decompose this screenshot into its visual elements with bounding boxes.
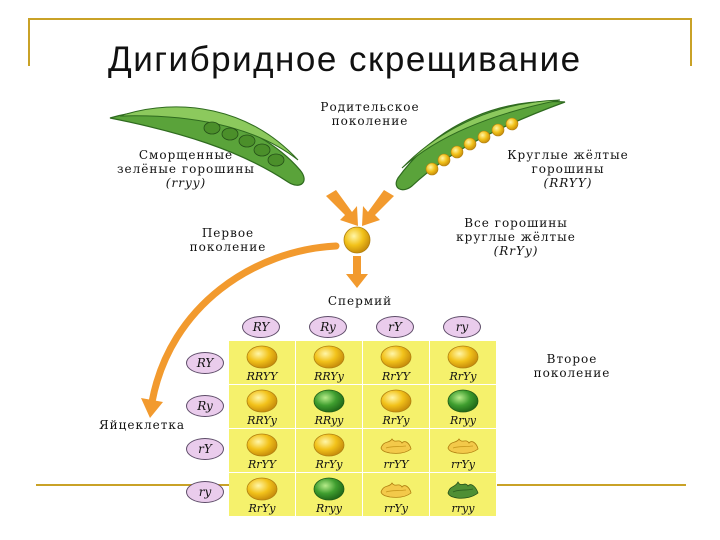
all-peas-line-1: Все горошины: [464, 216, 568, 230]
parent-generation-label: Родительское поколение: [300, 100, 440, 128]
all-peas-label: Все горошины круглые жёлтые (RrYy): [428, 216, 604, 258]
punnett-cell: rrYy: [363, 473, 430, 517]
wrinkled-green-line-2: зелёные горошины: [117, 162, 255, 176]
wrinkled-green-label: Сморщенные зелёные горошины (rryy): [88, 148, 284, 190]
genotype-label: RRYy: [314, 370, 344, 383]
punnett-cell: Rryy: [296, 473, 363, 517]
genotype-label: rrYy: [384, 502, 408, 515]
round-yellow-line-1: Круглые жёлтые: [507, 148, 629, 162]
f1-pea: [343, 226, 371, 254]
punnett-cell: RRYy: [296, 341, 363, 385]
egg-gamete-ry-recessive: ry: [186, 481, 224, 503]
parent-cross-arrows: [326, 190, 394, 226]
genotype-label: RRyy: [314, 414, 344, 427]
egg-gamete-r-lower-y-upper: rY: [186, 438, 224, 460]
punnett-cell: RRYY: [229, 341, 296, 385]
punnett-cell: RrYy: [363, 385, 430, 429]
genotype-label: RrYy: [449, 370, 477, 383]
first-generation-label: Первое поколение: [168, 226, 288, 254]
wrinkled-green-genotype: (rryy): [165, 176, 207, 190]
punnett-cell: RrYY: [363, 341, 430, 385]
green-pea-pod: [109, 106, 305, 186]
genotype-label: RrYy: [248, 502, 276, 515]
punnett-cell: RrYy: [296, 429, 363, 473]
frame-right-line: [690, 18, 692, 66]
sperm-gamete-ry-recessive: ry: [443, 316, 481, 338]
yellow-pea-pod: [395, 99, 566, 191]
punnett-cell: rryy: [430, 473, 497, 517]
punnett-cell: RRYy: [229, 385, 296, 429]
egg-gamete-r-upper-y-lower: Ry: [186, 395, 224, 417]
first-generation-line-1: Первое: [201, 226, 255, 240]
f1-to-egg-arrow: [141, 242, 340, 418]
second-generation-line-2: поколение: [533, 366, 611, 380]
genotype-label: rryy: [451, 502, 475, 515]
genotype-label: RrYy: [315, 458, 343, 471]
f1-to-sperm-arrow: [346, 256, 368, 288]
punnett-cell: RrYY: [229, 429, 296, 473]
all-peas-line-2: круглые жёлтые: [456, 230, 576, 244]
slide-title: Дигибридное скрещивание: [108, 40, 582, 79]
punnett-cell: rrYy: [430, 429, 497, 473]
round-yellow-genotype: (RRYY): [543, 176, 593, 190]
egg-cell-label: Яйцеклетка: [98, 418, 186, 432]
wrinkled-green-line-1: Сморщенные: [138, 148, 234, 162]
genotype-label: RrYY: [381, 370, 411, 383]
parent-generation-line-1: Родительское: [320, 100, 420, 114]
genotype-label: rrYy: [451, 458, 475, 471]
genotype-label: RrYy: [382, 414, 410, 427]
punnett-cell: RrYy: [229, 473, 296, 517]
genotype-label: RRYy: [247, 414, 277, 427]
genotype-label: RrYY: [247, 458, 277, 471]
punnett-cell: rrYY: [363, 429, 430, 473]
punnett-cell: RRyy: [296, 385, 363, 429]
sperm-label: Спермий: [327, 294, 393, 308]
punnett-cell: Rryy: [430, 385, 497, 429]
second-generation-label: Второе поколение: [516, 352, 628, 380]
genotype-label: rrYY: [383, 458, 409, 471]
frame-top-line: [28, 18, 692, 20]
frame-left-line: [28, 18, 30, 66]
sperm-gamete-ry-dominant: RY: [242, 316, 280, 338]
round-yellow-line-2: горошины: [531, 162, 605, 176]
sperm-gamete-r-upper-y-lower: Ry: [309, 316, 347, 338]
all-peas-genotype: (RrYy): [493, 244, 539, 258]
second-generation-line-1: Второе: [546, 352, 598, 366]
sperm-gamete-r-lower-y-upper: rY: [376, 316, 414, 338]
genotype-label: Rryy: [450, 414, 476, 427]
punnett-cell: RrYy: [430, 341, 497, 385]
parent-generation-line-2: поколение: [331, 114, 409, 128]
genotype-label: RRYY: [246, 370, 278, 383]
egg-gamete-ry-dominant: RY: [186, 352, 224, 374]
first-generation-line-2: поколение: [189, 240, 267, 254]
round-yellow-label: Круглые жёлтые горошины (RRYY): [478, 148, 658, 190]
genotype-label: Rryy: [316, 502, 342, 515]
